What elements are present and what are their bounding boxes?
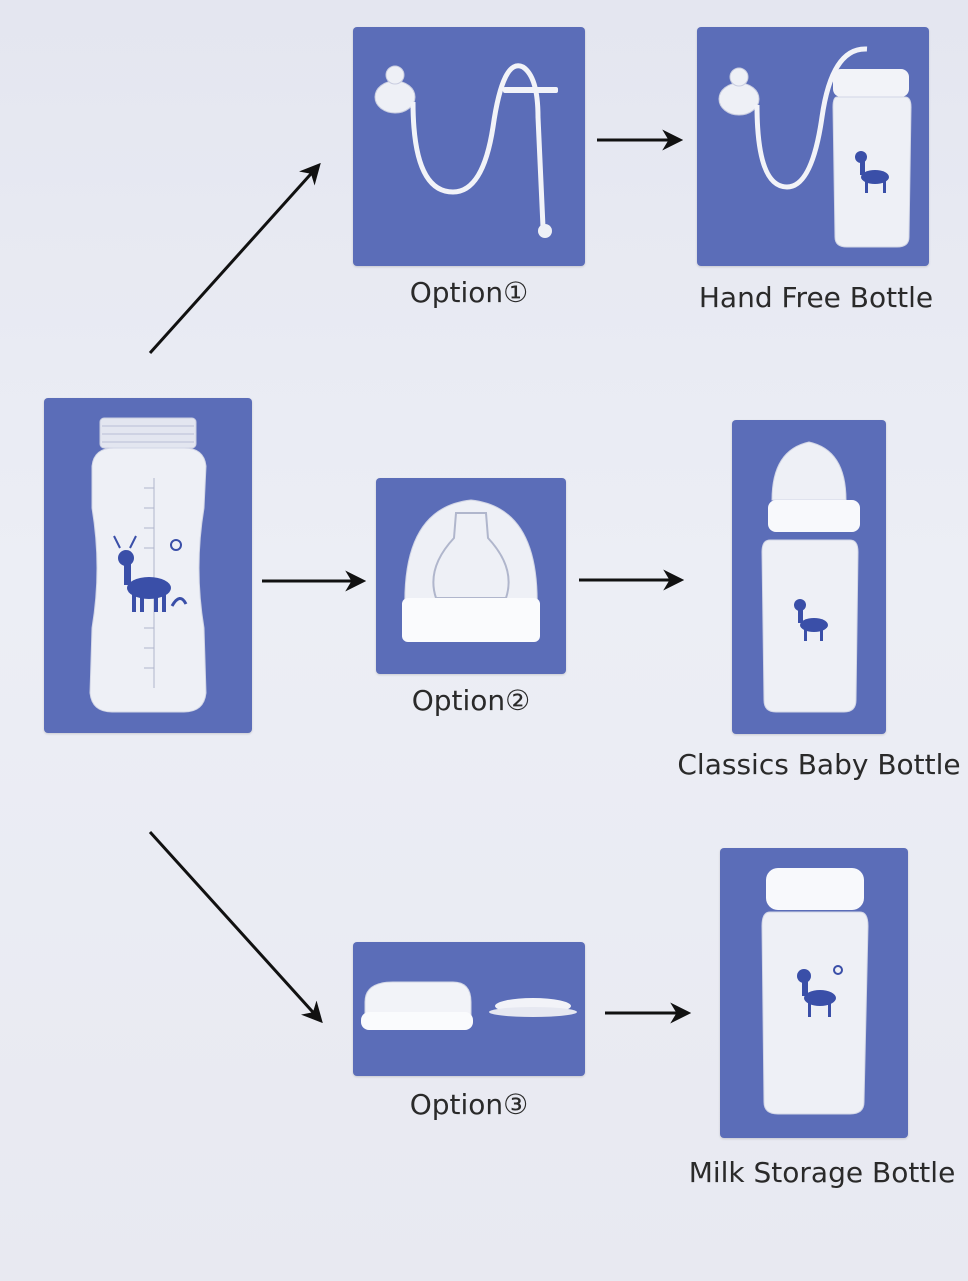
nipple-cap-icon — [402, 499, 540, 642]
result1-label: Hand Free Bottle — [698, 281, 934, 314]
hand-free-bottle-icon — [718, 46, 912, 248]
deer-icon — [113, 535, 188, 612]
bottle-body-icon — [89, 417, 207, 713]
milk-storage-bottle-icon — [761, 868, 869, 1115]
option3-tile — [353, 942, 585, 1076]
base-bottle-tile — [44, 398, 252, 733]
arrow-to-option1 — [148, 162, 321, 355]
option2-tile — [376, 478, 566, 674]
result2-label: Classics Baby Bottle — [677, 748, 961, 781]
straw-pacifier-icon — [374, 63, 558, 238]
option2-label: Option② — [411, 684, 531, 717]
arrow-to-option3 — [148, 830, 323, 1024]
option3-label: Option③ — [409, 1088, 529, 1121]
milk-storage-bottle-tile — [720, 848, 908, 1138]
option1-tile — [353, 27, 585, 266]
storage-lid-icon — [361, 981, 577, 1030]
classics-bottle-icon — [761, 441, 860, 713]
option1-label: Option① — [409, 276, 529, 309]
hand-free-bottle-tile — [697, 27, 929, 266]
result3-label: Milk Storage Bottle — [688, 1156, 956, 1189]
classics-bottle-tile — [732, 420, 886, 734]
